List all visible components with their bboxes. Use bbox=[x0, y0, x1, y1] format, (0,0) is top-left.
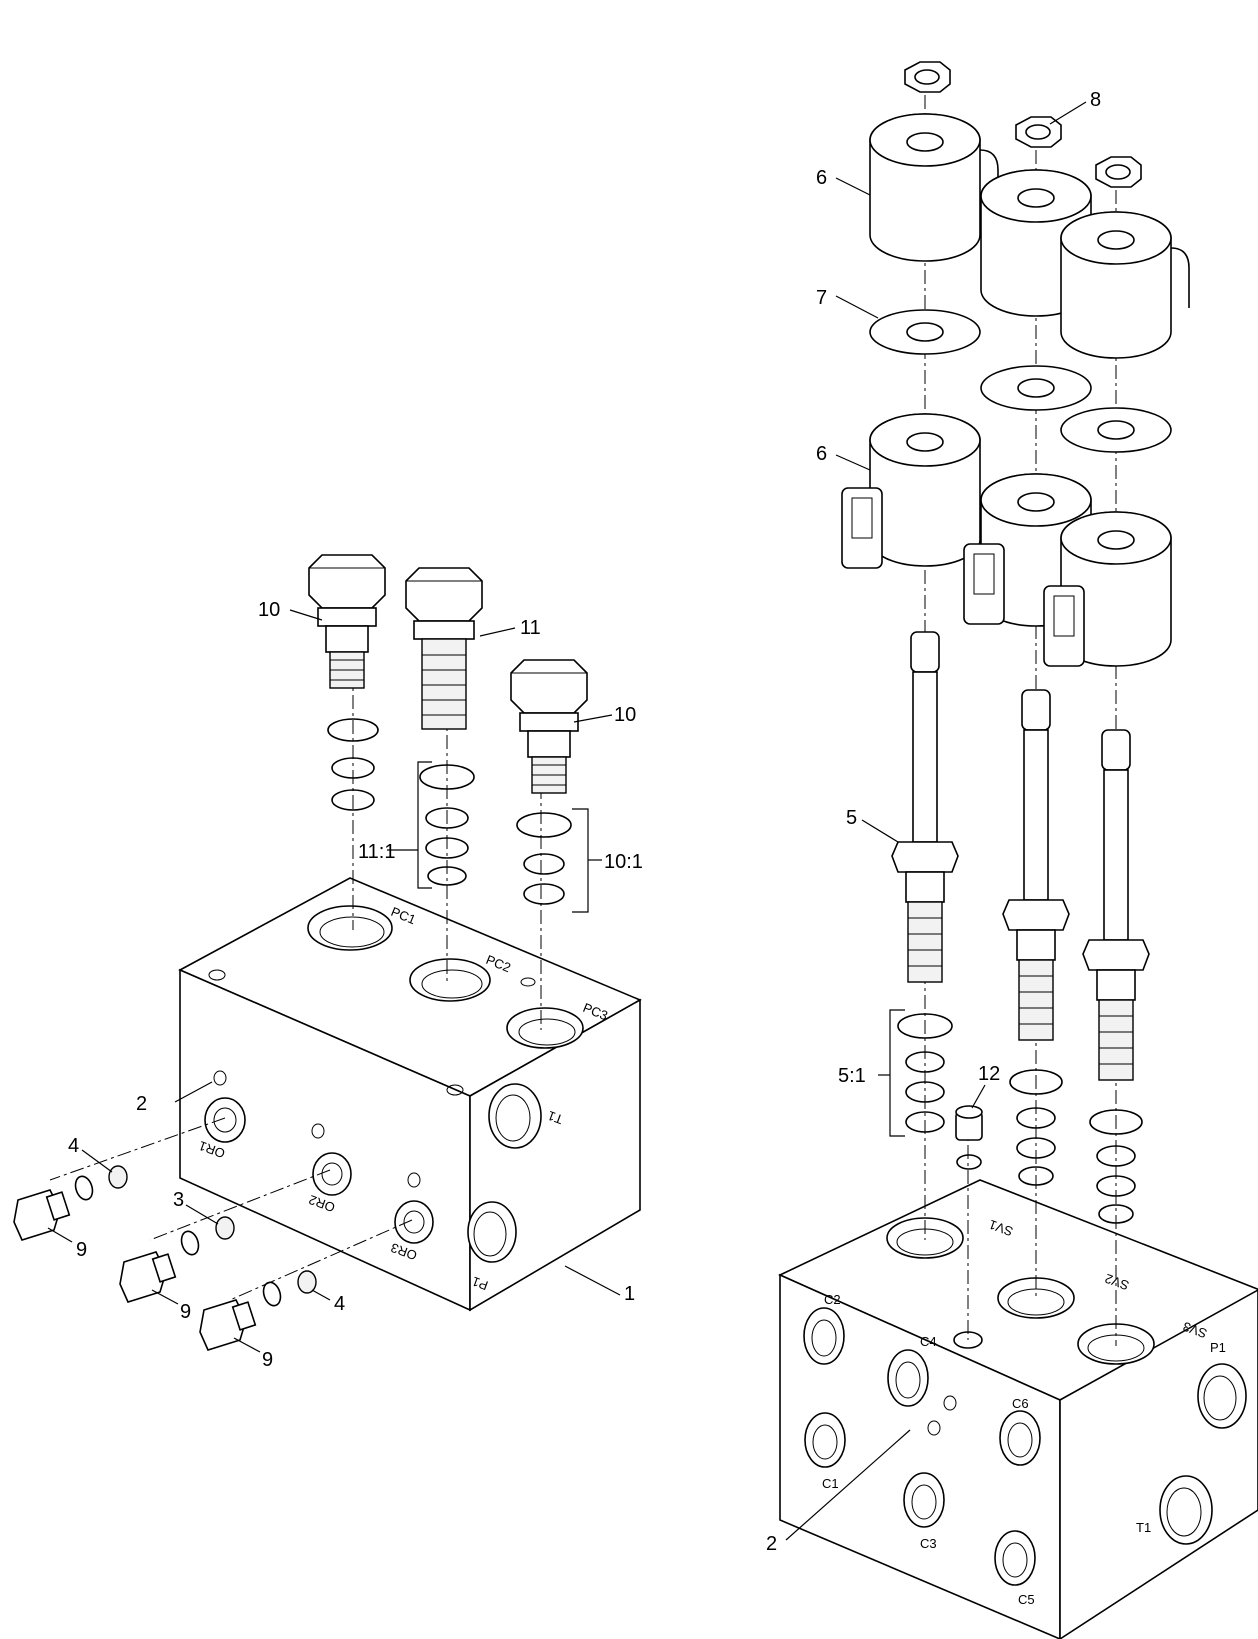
port-label-c2: C2 bbox=[824, 1292, 841, 1307]
plug-9-c bbox=[199, 1270, 317, 1351]
callout-4-lower: 4 bbox=[334, 1293, 345, 1315]
nut-8-b bbox=[1015, 116, 1062, 148]
callout-6-upper: 6 bbox=[816, 167, 827, 189]
callout-9-b: 9 bbox=[180, 1301, 191, 1323]
port-label-c6: C6 bbox=[1012, 1396, 1029, 1411]
port-label-c3: C3 bbox=[920, 1536, 937, 1551]
callout-10-right: 10 bbox=[614, 704, 636, 726]
port-label-t1: T1 bbox=[1136, 1520, 1151, 1535]
orifice-plug-12 bbox=[955, 1105, 983, 1170]
cartridge-valve-11 bbox=[405, 567, 483, 730]
coil-6-lower-c bbox=[1043, 511, 1172, 667]
port-label-t1: T1 bbox=[546, 1108, 565, 1127]
callout-6-lower: 6 bbox=[816, 443, 827, 465]
callout-10-1: 10:1 bbox=[604, 851, 643, 873]
plug-9-a bbox=[13, 1165, 128, 1241]
cartridge-valve-10-left bbox=[308, 554, 386, 689]
seal-kit-10-1 bbox=[516, 808, 589, 913]
right-manifold-block: SV1 SV2 SV3 C1 C2 C3 C4 C5 C6 P1 T1 bbox=[778, 1179, 1258, 1639]
seal-kit-valve-b bbox=[1009, 1069, 1063, 1186]
callout-2-left: 2 bbox=[136, 1093, 147, 1115]
callout-5-1: 5:1 bbox=[838, 1065, 866, 1087]
nut-8-c bbox=[1095, 156, 1142, 188]
callout-8: 8 bbox=[1090, 89, 1101, 111]
callout-11-1: 11:1 bbox=[358, 841, 395, 863]
callout-5: 5 bbox=[846, 807, 857, 829]
solenoid-valve-5-b bbox=[1002, 689, 1070, 1041]
port-label-c5: C5 bbox=[1018, 1592, 1035, 1607]
callout-7: 7 bbox=[816, 287, 827, 309]
coil-6-lower-a bbox=[841, 413, 981, 569]
washer-7-c bbox=[1060, 407, 1172, 453]
coil-6-upper-a bbox=[869, 113, 999, 262]
plug-9-b bbox=[119, 1216, 235, 1303]
port-label-p1: P1 bbox=[470, 1274, 490, 1294]
callout-3: 3 bbox=[173, 1189, 184, 1211]
solenoid-valve-5-a bbox=[891, 631, 959, 983]
nut-8-a bbox=[904, 61, 951, 93]
callout-11: 11 bbox=[520, 617, 541, 639]
seal-kit-11-1 bbox=[417, 761, 475, 889]
callout-10-left: 10 bbox=[258, 599, 280, 621]
seal-kit-valve-c bbox=[1089, 1109, 1143, 1224]
callout-12: 12 bbox=[978, 1063, 1000, 1085]
port-label-p1: P1 bbox=[1210, 1340, 1226, 1355]
seal-kit-5-1 bbox=[889, 1009, 953, 1137]
callout-4-upper: 4 bbox=[68, 1135, 79, 1157]
port-label-c1: C1 bbox=[822, 1476, 839, 1491]
port-label-c4: C4 bbox=[920, 1334, 937, 1349]
washer-7-b bbox=[980, 365, 1092, 411]
callout-9-a: 9 bbox=[76, 1239, 87, 1261]
left-manifold-block: PC1 PC2 PC3 T1 P1 OR1 OR2 OR3 bbox=[178, 877, 642, 1312]
callout-1: 1 bbox=[624, 1283, 635, 1305]
seal-kit-left-cartridge bbox=[327, 718, 379, 811]
solenoid-valve-5-c bbox=[1082, 729, 1150, 1081]
washer-7-a bbox=[869, 309, 981, 355]
callout-2-right: 2 bbox=[766, 1533, 777, 1555]
cartridge-valve-10-right bbox=[510, 659, 588, 794]
callout-9-c: 9 bbox=[262, 1349, 273, 1371]
coil-6-upper-c bbox=[1060, 211, 1190, 359]
